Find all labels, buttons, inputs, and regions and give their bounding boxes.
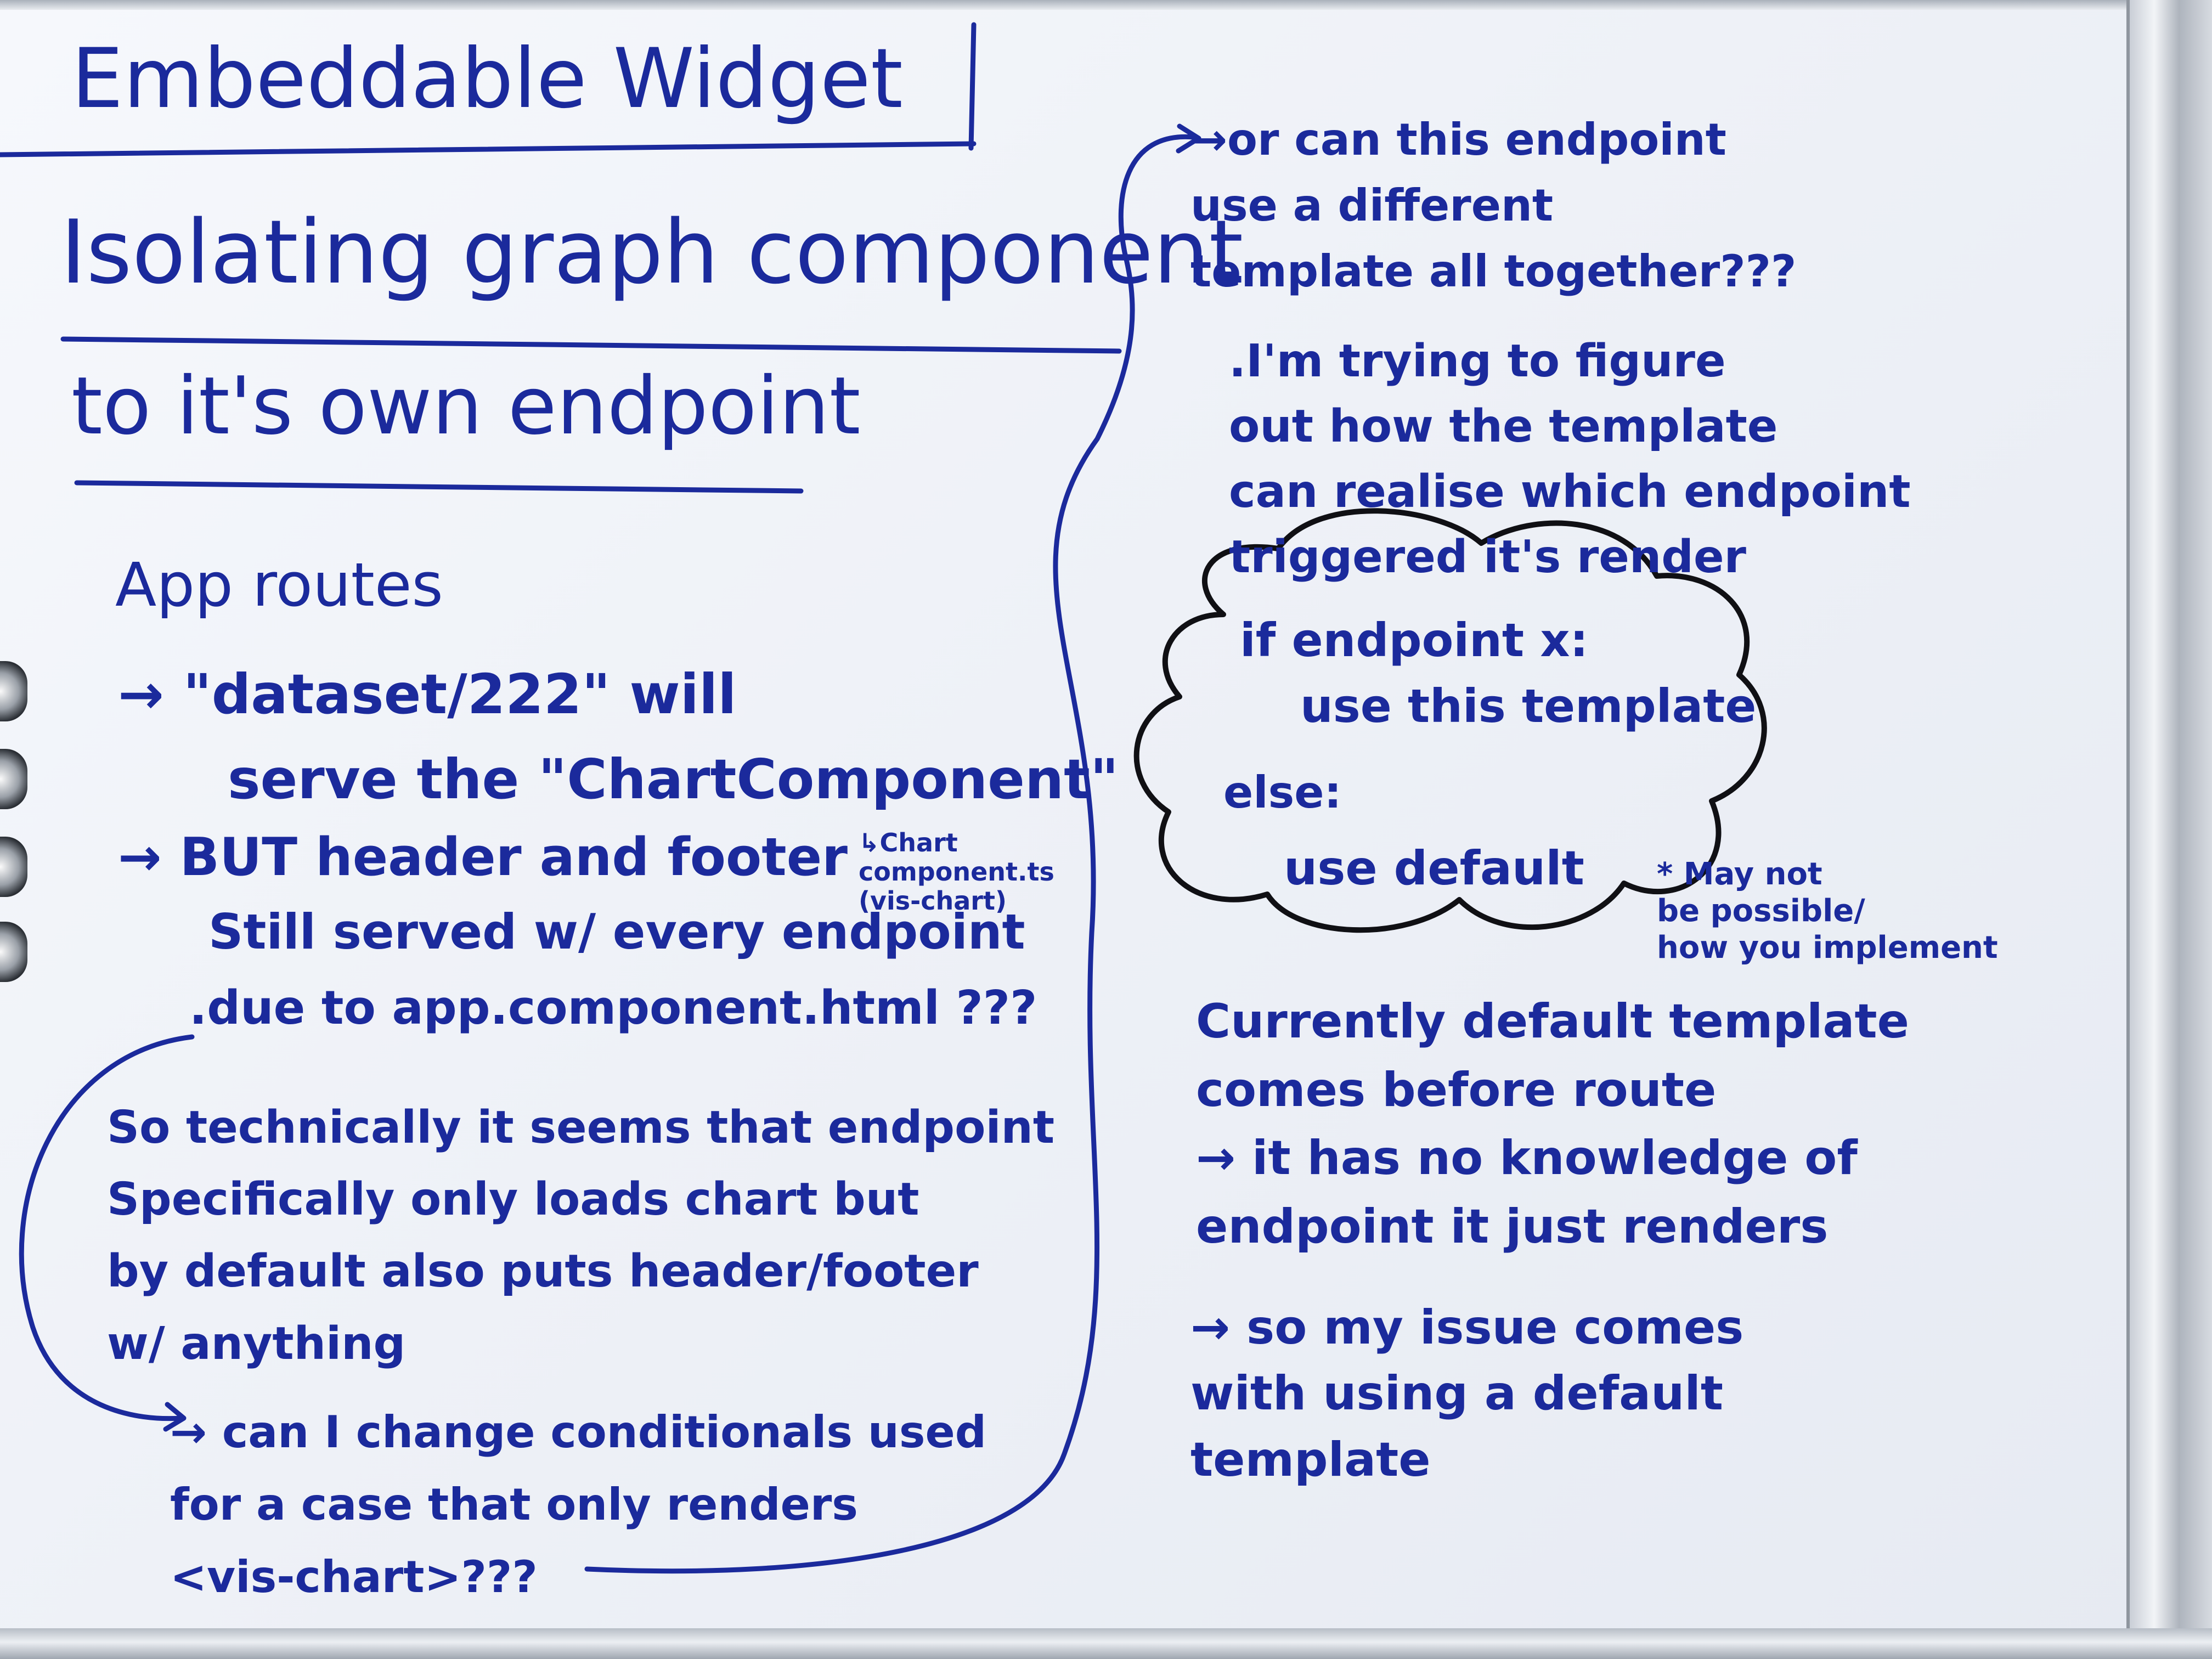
left-loop-arrowhead	[163, 1402, 187, 1432]
board-title: Embeddable Widget	[71, 31, 903, 127]
app-routes-line-1: → "dataset/222" will	[118, 662, 737, 726]
app-routes-line-5: .due to app.component.html ???	[189, 981, 1037, 1035]
magnet-icon	[0, 749, 27, 809]
magnet-icon	[0, 837, 27, 897]
app-routes-line-3: → BUT header and footer	[118, 827, 848, 888]
left-loop-arrow	[19, 1034, 195, 1421]
bracket-connector	[584, 134, 1196, 1574]
whiteboard-frame-bottom	[0, 1628, 2212, 1659]
cloud-line-2: use this template	[1300, 679, 1757, 733]
cloud-outline	[1133, 508, 1767, 933]
app-routes-heading: App routes	[115, 550, 443, 620]
currently-note: Currently default template comes before …	[1196, 994, 1909, 1255]
title-box-edge	[968, 22, 977, 151]
conditionals-question: → can I change conditionals used for a c…	[170, 1407, 986, 1602]
title-underline	[0, 141, 977, 157]
whiteboard-frame-top	[0, 0, 2212, 10]
so-technically-note: So technically it seems that endpoint Sp…	[107, 1102, 1055, 1370]
subtitle-underline-2	[74, 480, 804, 494]
app-routes-line-2: serve the "ChartComponent"	[228, 747, 1119, 811]
cloud-line-3: else:	[1223, 767, 1342, 818]
subtitle-underline-1	[60, 336, 1122, 354]
app-routes-line-4: Still served w/ every endpoint	[208, 904, 1025, 960]
whiteboard-frame-right	[2126, 0, 2212, 1659]
issue-note: → so my issue comes with using a default…	[1190, 1300, 1744, 1487]
cloud-line-1: if endpoint x:	[1240, 613, 1589, 667]
may-not-note: * May not be possible/ how you implement	[1657, 856, 1998, 966]
board-subtitle-line1: Isolating graph component	[60, 201, 1244, 303]
or-can-question: →or can this endpoint use a different te…	[1190, 114, 1797, 297]
cloud-line-4: use default	[1284, 841, 1584, 896]
chart-component-note: ↳Chart component.ts (vis-chart)	[859, 828, 1054, 916]
trying-note: .I'm trying to figure out how the templa…	[1229, 335, 1911, 583]
connector-arrowhead	[1176, 123, 1201, 154]
board-subtitle-line2: to it's own endpoint	[71, 360, 861, 453]
magnet-icon	[0, 922, 27, 982]
magnet-icon	[0, 661, 27, 721]
